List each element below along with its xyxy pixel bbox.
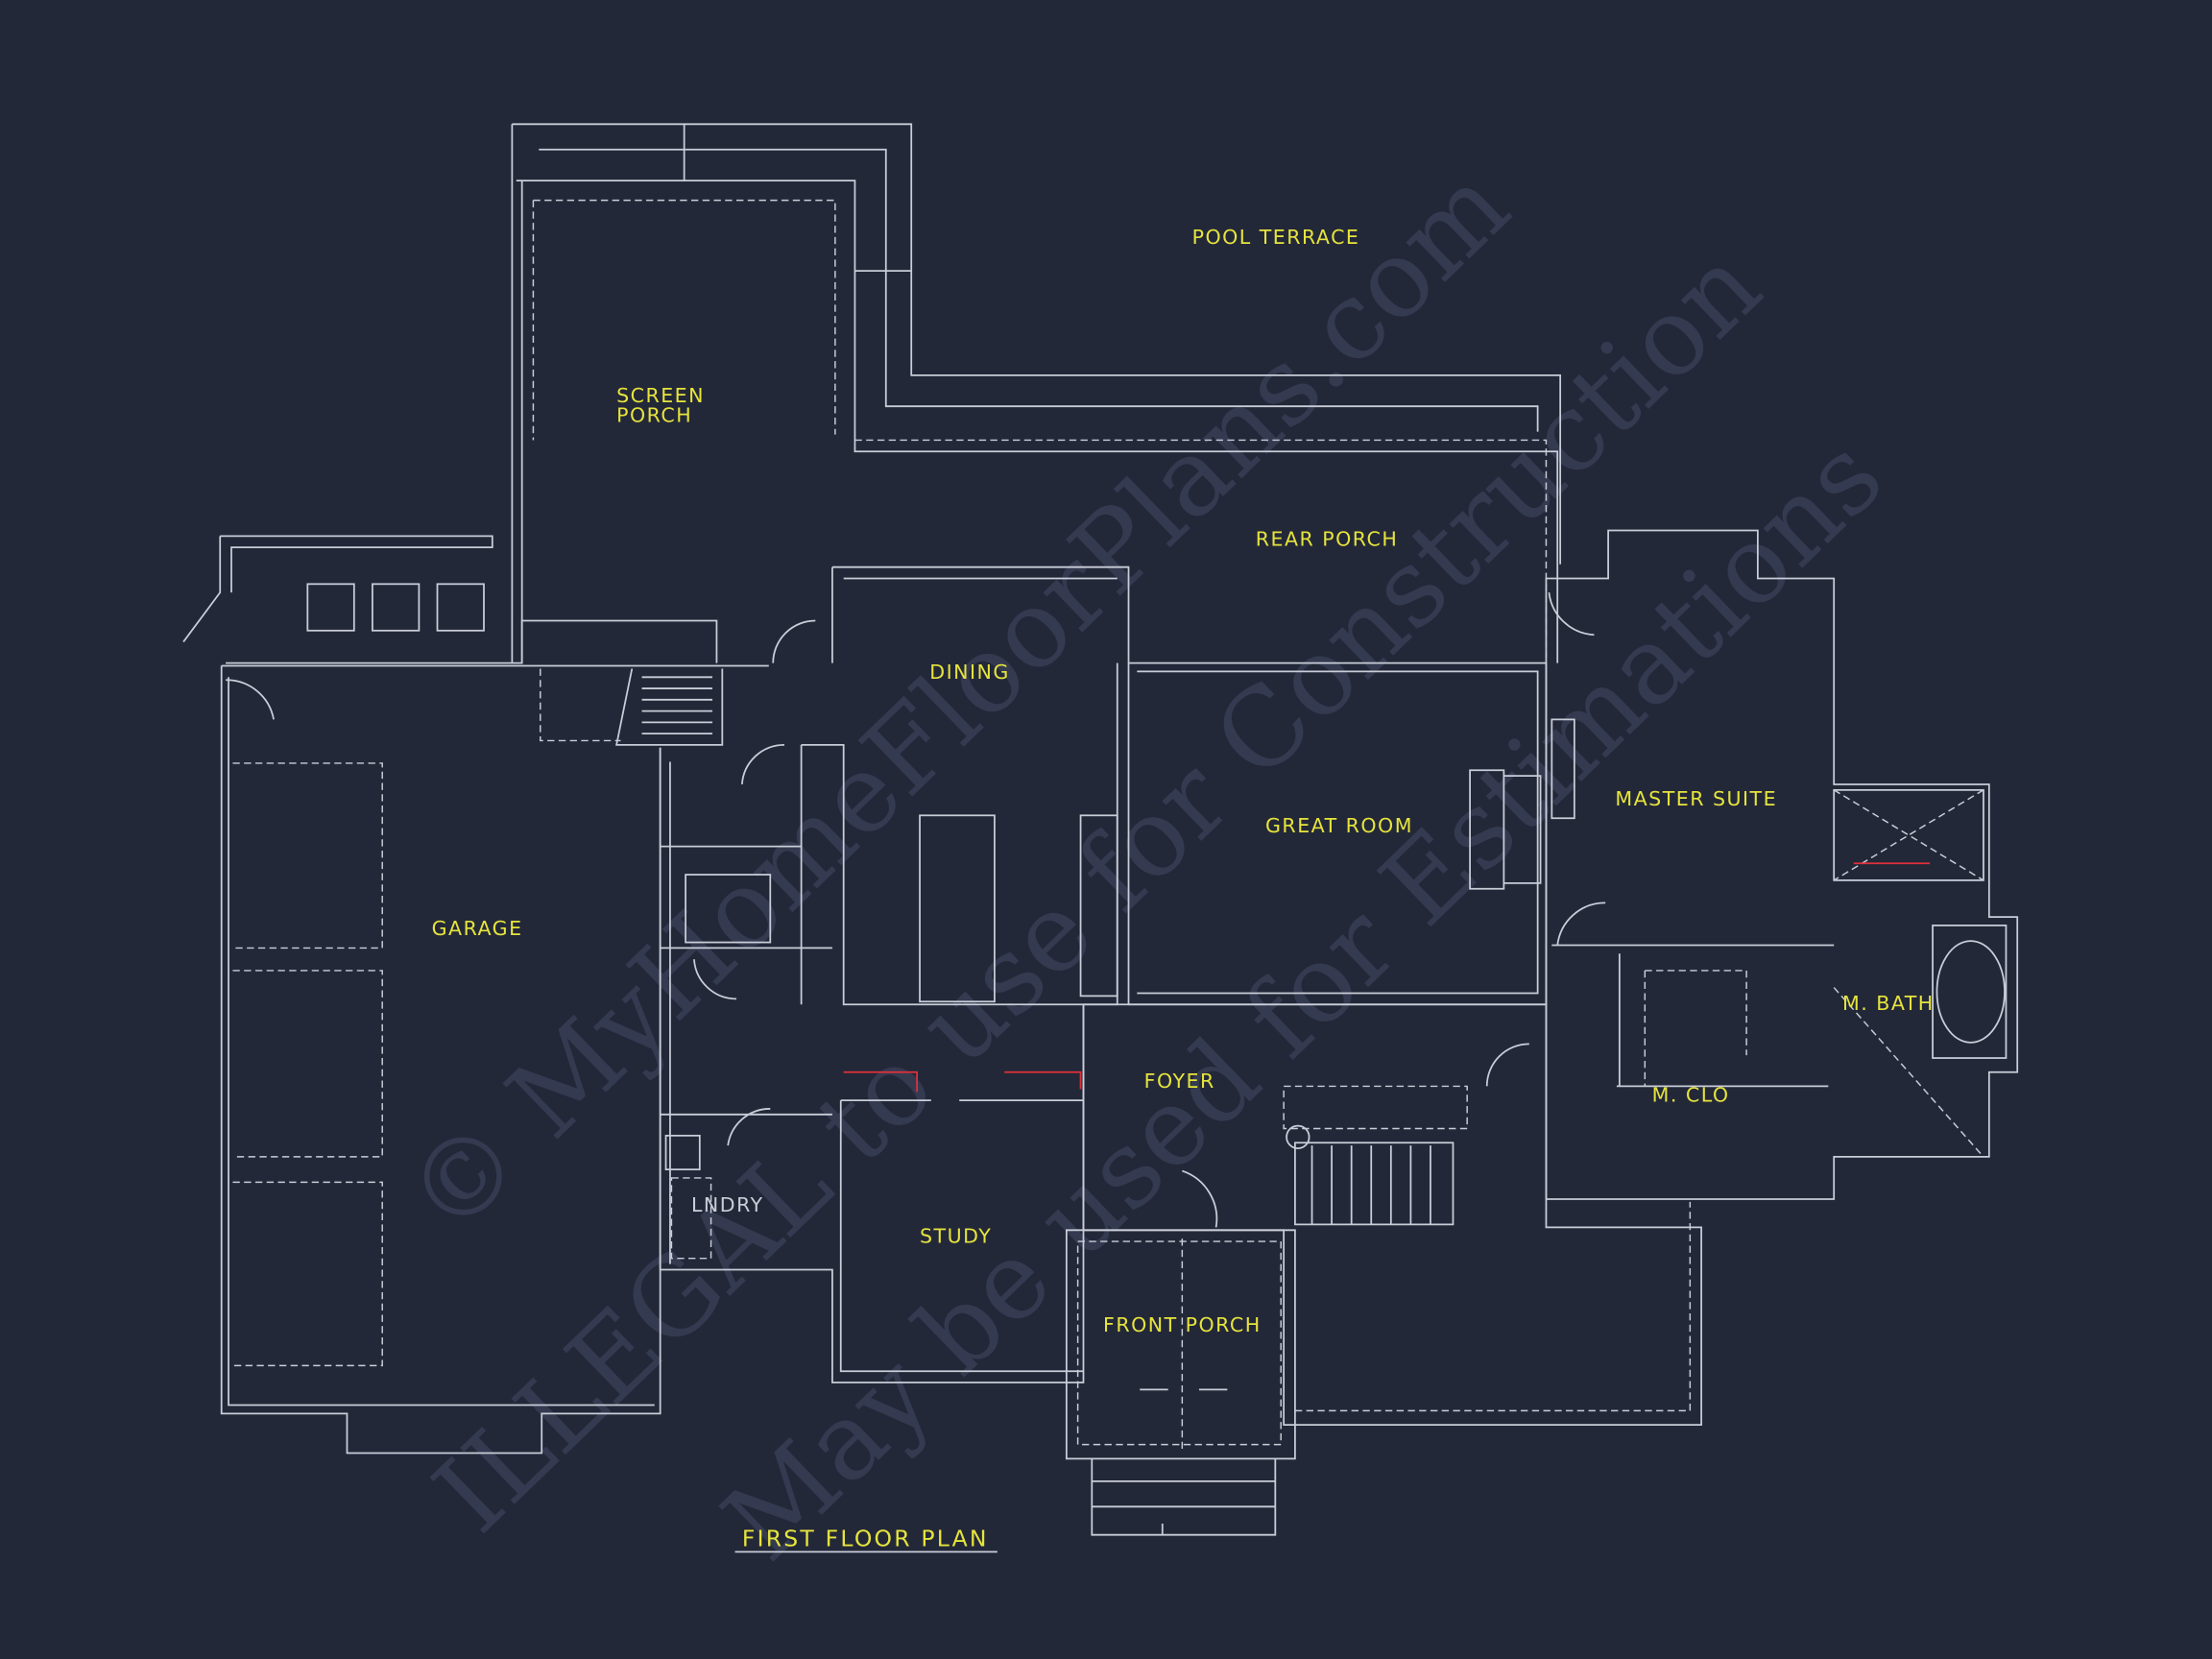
plan-title: FIRST FLOOR PLAN (742, 1525, 989, 1551)
label-screen-porch-2: PORCH (616, 403, 692, 426)
label-front-porch: FRONT PORCH (1103, 1313, 1262, 1336)
label-master-suite: MASTER SUITE (1615, 787, 1777, 810)
watermark-line-3: May be used for Estimations (700, 414, 1906, 1585)
walls (182, 123, 2019, 1536)
label-foyer: FOYER (1144, 1070, 1215, 1093)
label-m-bath: M. BATH (1842, 992, 1935, 1015)
label-pool-terrace: POOL TERRACE (1192, 226, 1360, 249)
label-m-clo: M. CLO (1652, 1084, 1730, 1107)
label-garage: GARAGE (432, 917, 523, 940)
label-dining: DINING (929, 661, 1009, 684)
label-study: STUDY (920, 1225, 992, 1248)
watermark: © MyHomeFloorPlans.com ILLEGAL to use fo… (383, 143, 1907, 1584)
label-laundry: LNDRY (691, 1193, 764, 1216)
label-great-room: GREAT ROOM (1265, 814, 1413, 837)
label-screen-porch-1: SCREEN (616, 384, 705, 407)
label-rear-porch: REAR PORCH (1256, 528, 1399, 551)
